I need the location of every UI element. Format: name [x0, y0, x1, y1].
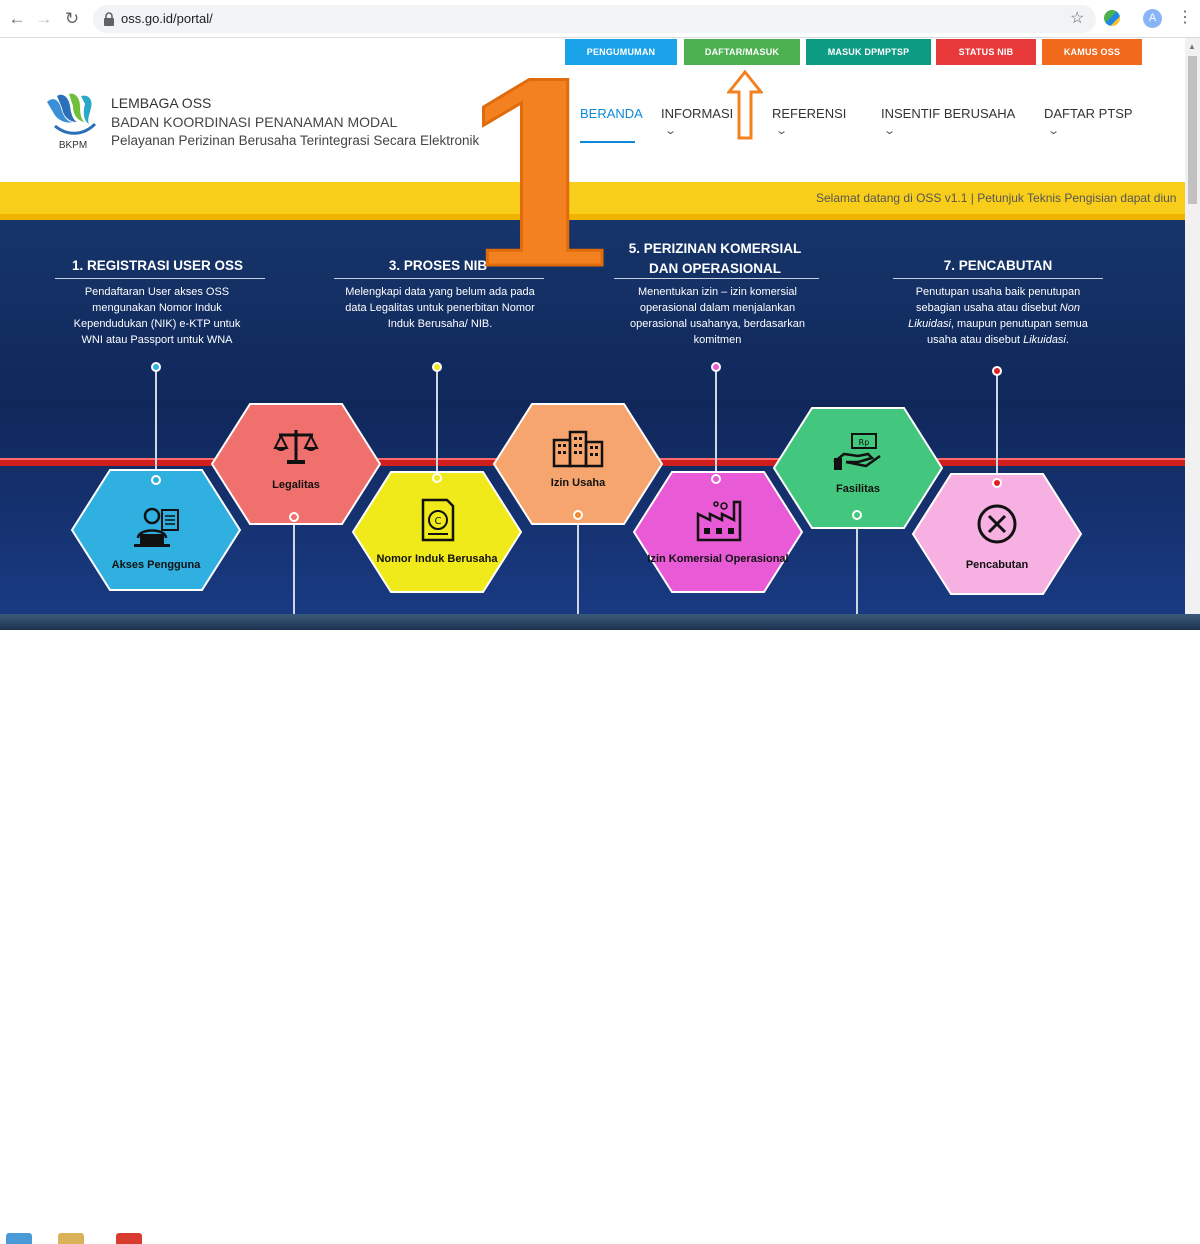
connector-line [996, 370, 998, 482]
hex-label-pencabutan: Pencabutan [965, 559, 1029, 571]
connector-line [436, 370, 438, 480]
step-title-perizinan: 5. PERIZINAN KOMERSIAL DAN OPERASIONAL [628, 241, 802, 276]
nav-referensi[interactable]: REFERENSI [772, 106, 847, 121]
scroll-thumb[interactable] [1188, 56, 1197, 204]
step-dot [151, 362, 161, 372]
org-title: LEMBAGA OSS [111, 95, 212, 111]
chevron-down-icon[interactable]: ⌄ [883, 125, 897, 137]
org-subtitle: BADAN KOORDINASI PENANAMAN MODAL [111, 114, 398, 130]
step-divider [893, 278, 1103, 279]
announcement-marquee: Selamat datang di OSS v1.1 | Petunjuk Te… [0, 182, 1185, 220]
forward-icon[interactable]: → [35, 9, 53, 28]
hex-legalitas[interactable]: Legalitas [210, 402, 382, 526]
certificate-icon: C [421, 498, 455, 542]
step-dot [573, 510, 583, 520]
step-desc-proses-nib: Melengkapi data yang belum ada pada data… [345, 286, 535, 330]
hex-label-fasilitas: Fasilitas [835, 483, 881, 495]
step-dot [432, 473, 442, 483]
step-title-pencabutan: 7. PENCABUTAN [943, 258, 1053, 273]
cancel-icon [977, 504, 1017, 544]
hex-izin-usaha[interactable]: Izin Usaha [492, 402, 664, 526]
nav-daftar-ptsp[interactable]: DAFTAR PTSP [1044, 106, 1133, 121]
step-divider [334, 278, 544, 279]
buildings-icon [552, 430, 604, 468]
bkpm-logo[interactable]: BKPM [43, 92, 103, 152]
page-scrollbar[interactable]: ▲ [1185, 38, 1200, 630]
step-dot [432, 362, 442, 372]
bookmark-star-icon[interactable]: ☆ [1070, 10, 1085, 27]
explorer-taskbar-icon[interactable] [58, 1233, 84, 1244]
bkpm-logo-text: BKPM [58, 140, 88, 151]
connector-line [293, 518, 295, 630]
hex-nomor-induk-berusaha[interactable]: C Nomor Induk Berusaha [351, 470, 523, 594]
connector-line [577, 516, 579, 630]
kamus-oss-button[interactable]: KAMUS OSS [1042, 39, 1142, 65]
org-description: Pelayanan Perizinan Berusaha Terintegras… [111, 133, 480, 148]
annotation-arrow-icon [727, 70, 763, 140]
marquee-text: Selamat datang di OSS v1.1 | Petunjuk Te… [816, 191, 1177, 205]
lock-icon [104, 12, 114, 26]
extension-icon[interactable] [1104, 10, 1120, 26]
daftar-masuk-button[interactable]: DAFTAR/MASUK [684, 39, 800, 65]
step-divider [55, 278, 265, 279]
reload-icon[interactable]: ↻ [64, 9, 80, 28]
browser-menu-icon[interactable]: ⋮ [1177, 9, 1193, 26]
step-desc-pencabutan: Penutupan usaha baik penutupan sebagian … [908, 286, 1088, 346]
browser-toolbar: ← → ↻ oss.go.id/portal/ ☆ A ⋮ [0, 0, 1200, 38]
scales-icon [273, 430, 319, 464]
step-desc-perizinan: Menentukan izin – izin komersial operasi… [630, 286, 805, 346]
start-button-icon[interactable] [6, 1233, 32, 1244]
step-dot [992, 366, 1002, 376]
connector-line [715, 370, 717, 480]
step-dot [852, 510, 862, 520]
hex-pencabutan[interactable]: Pencabutan [911, 472, 1083, 596]
process-panel: 1. REGISTRASI USER OSS Pendaftaran User … [0, 220, 1185, 630]
step-divider [614, 278, 819, 279]
marquee-shadow [0, 214, 1185, 220]
step-desc-registrasi: Pendaftaran User akses OSS mengunakan No… [73, 286, 241, 346]
step-dot [151, 475, 161, 485]
step-dot [992, 478, 1002, 488]
back-icon[interactable]: ← [8, 9, 26, 28]
nav-insentif-berusaha[interactable]: INSENTIF BERUSAHA [881, 106, 1016, 121]
scroll-up-icon[interactable]: ▲ [1188, 42, 1196, 51]
hex-label-izin-usaha: Izin Usaha [550, 477, 606, 489]
chevron-down-icon[interactable]: ⌄ [664, 125, 678, 137]
user-laptop-icon [134, 507, 179, 547]
taskbar-clock: 12:44 [1139, 1228, 1162, 1238]
hex-label-nomor-induk-berusaha: Nomor Induk Berusaha [376, 553, 498, 565]
profile-avatar[interactable]: A [1143, 9, 1162, 28]
os-taskbar: 12:44 [0, 614, 1200, 1244]
hex-label-legalitas: Legalitas [272, 479, 320, 491]
step-title-proses-nib: 3. PROSES NIB [388, 258, 488, 273]
url-text[interactable]: oss.go.id/portal/ [121, 11, 213, 26]
bkpm-logo-icon [47, 93, 97, 135]
step-dot [711, 362, 721, 372]
svg-text:Rp: Rp [859, 438, 870, 447]
chevron-down-icon[interactable]: ⌄ [1047, 125, 1061, 137]
svg-text:C: C [435, 516, 442, 527]
hex-izin-komersial-operasional[interactable]: Izin Komersial Operasional [632, 470, 804, 594]
step-dot [711, 474, 721, 484]
hex-akses-pengguna[interactable]: Akses Pengguna [70, 468, 242, 592]
factory-icon [696, 500, 742, 542]
masuk-dpmptsp-button[interactable]: MASUK DPMPTSP [806, 39, 931, 65]
address-bar[interactable]: oss.go.id/portal/ [93, 5, 1096, 33]
nav-informasi[interactable]: INFORMASI [661, 106, 734, 121]
status-nib-button[interactable]: STATUS NIB [936, 39, 1036, 65]
step-dot [289, 512, 299, 522]
pengumuman-button[interactable]: PENGUMUMAN [565, 39, 677, 65]
chrome-taskbar-icon[interactable] [116, 1233, 142, 1244]
hex-label-izin-komersial-operasional: Izin Komersial Operasional [647, 553, 789, 565]
money-hand-icon: Rp [833, 433, 881, 470]
nav-active-indicator [580, 141, 635, 143]
annotation-number: 1 [452, 30, 629, 324]
connector-line [155, 370, 157, 480]
step-title-registrasi: 1. REGISTRASI USER OSS [71, 258, 244, 273]
connector-line [856, 516, 858, 630]
chevron-down-icon[interactable]: ⌄ [775, 125, 789, 137]
hex-label-akses-pengguna: Akses Pengguna [111, 559, 201, 571]
nav-beranda[interactable]: BERANDA [580, 106, 643, 121]
hex-fasilitas[interactable]: Rp Fasilitas [772, 406, 944, 530]
